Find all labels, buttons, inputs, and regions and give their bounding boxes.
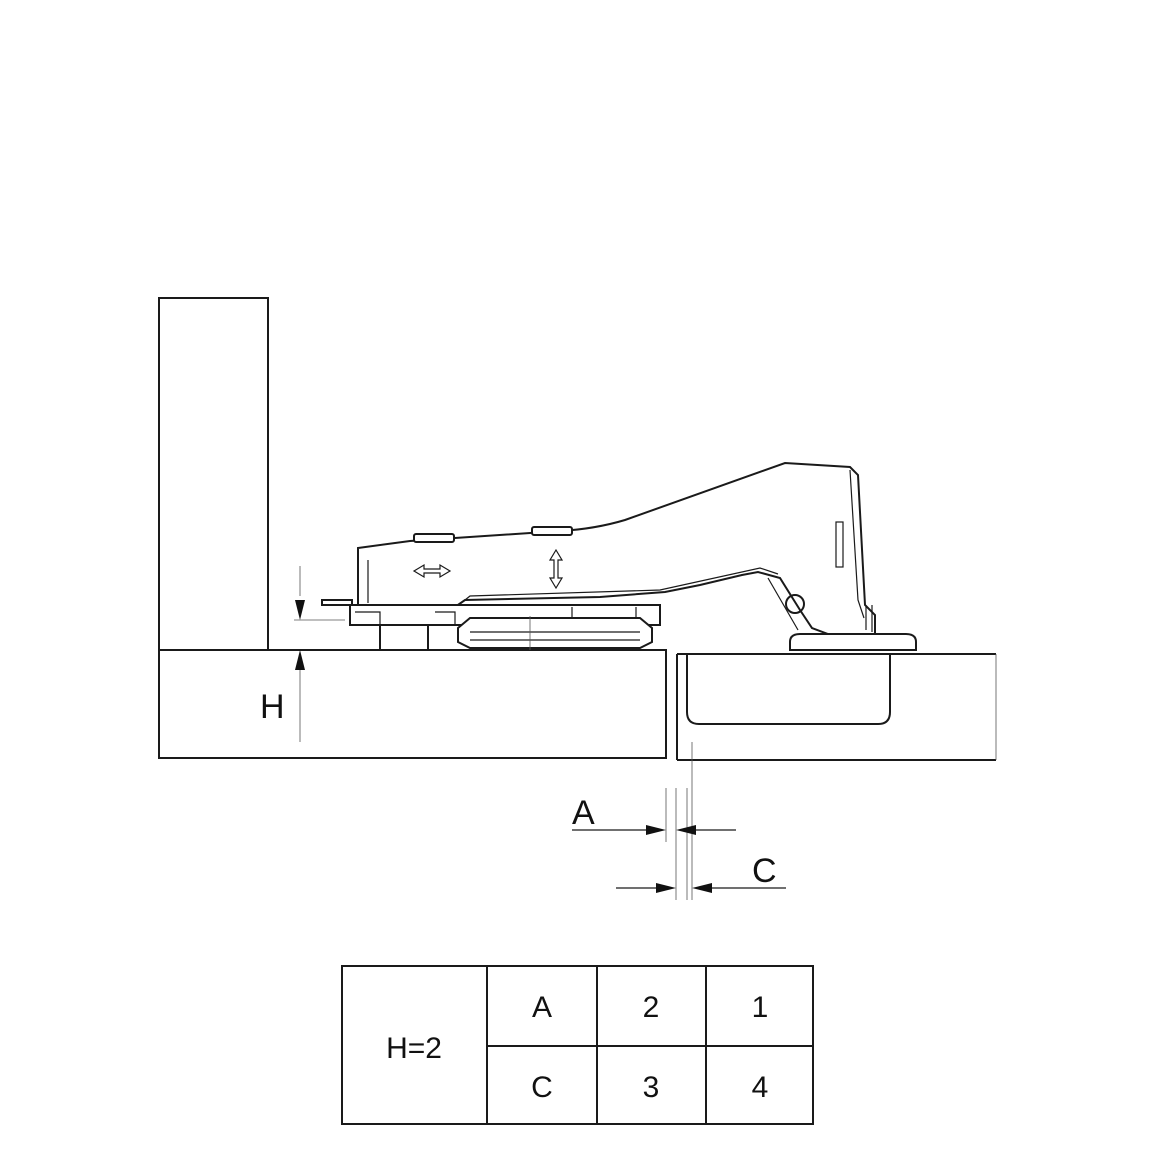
hinge-arm [357, 461, 876, 635]
hinge-cup-flange [789, 633, 917, 651]
label-c: C [752, 852, 777, 890]
mounting-plate [321, 599, 661, 651]
dimension-a-c [572, 742, 786, 900]
horizontal-adjust-arrow-icon [412, 563, 452, 579]
dimension-h [294, 566, 345, 742]
label-h: H [260, 688, 285, 726]
table-cell-r1c1: 3 [643, 1071, 660, 1104]
adjustment-table [341, 965, 814, 1125]
door-panel [676, 653, 997, 761]
table-header-cell: H=2 [386, 1032, 442, 1065]
cabinet-side-panel [158, 297, 269, 651]
table-cell-r1c2: 4 [752, 1071, 769, 1104]
table-cell-r0c1: 2 [643, 991, 660, 1024]
label-a: A [572, 794, 595, 832]
left-base-panel [158, 649, 667, 759]
table-cell-r1c0: C [531, 1071, 553, 1104]
table-cell-r0c2: 1 [752, 991, 769, 1024]
vertical-adjust-arrow-icon [548, 548, 564, 590]
table-cell-r0c0: A [532, 991, 552, 1024]
